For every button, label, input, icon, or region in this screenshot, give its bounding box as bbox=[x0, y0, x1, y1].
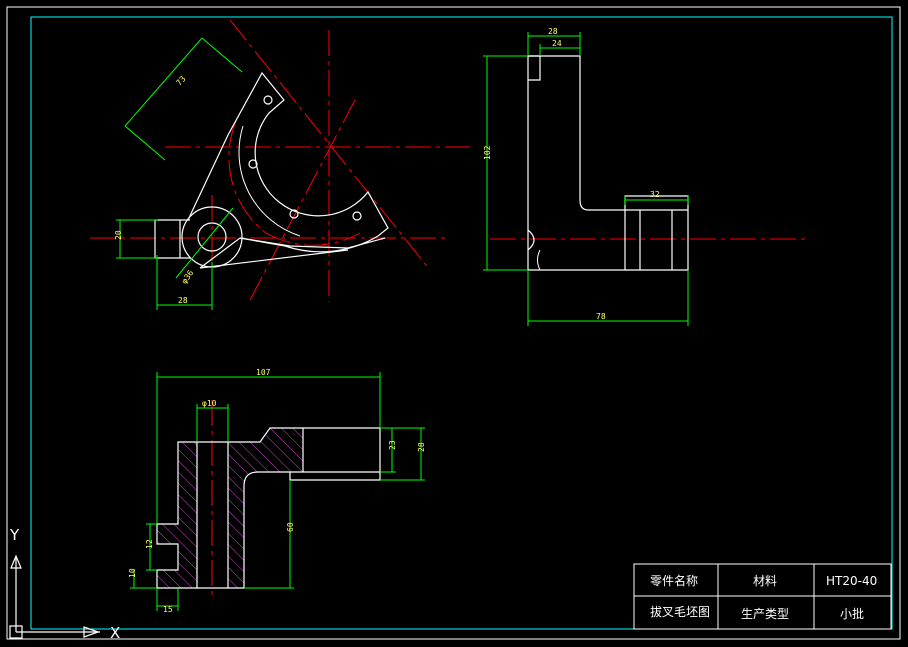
dim-section-width: 15 bbox=[163, 605, 173, 614]
outer-frame bbox=[6, 6, 901, 640]
title-part-name-value: 拔叉毛坯图 bbox=[650, 604, 710, 619]
dim-left-height: 20 bbox=[114, 230, 123, 240]
dim-top-radius: 73 bbox=[174, 74, 187, 87]
ucs-icon: Y X bbox=[9, 526, 120, 642]
title-part-name-label: 零件名称 bbox=[650, 573, 698, 588]
side-view: 28 24 102 32 78 bbox=[483, 27, 805, 326]
title-production-type-label: 生产类型 bbox=[741, 607, 789, 621]
section-dimensions bbox=[130, 372, 425, 611]
top-view-centerlines bbox=[90, 19, 470, 302]
inner-frame bbox=[30, 16, 893, 630]
section-view: 107 φ10 23 28 60 12 10 15 bbox=[128, 368, 426, 614]
top-view: 73 20 φ36 28 bbox=[90, 19, 470, 310]
dim-section-base: 10 bbox=[128, 568, 137, 578]
side-view-dimensions bbox=[483, 32, 689, 326]
side-view-outline bbox=[527, 55, 689, 271]
dim-left-offset: 28 bbox=[178, 296, 188, 305]
dim-side-top-outer: 28 bbox=[548, 27, 558, 36]
top-view-outline bbox=[154, 71, 389, 269]
dim-section-total-length: 107 bbox=[256, 368, 271, 377]
dim-side-boss-width: 32 bbox=[650, 190, 660, 199]
dim-side-top-inner: 24 bbox=[552, 39, 562, 48]
top-view-dimensions bbox=[116, 37, 243, 310]
title-material-value: HT20-40 bbox=[826, 574, 877, 588]
dim-side-total-width: 78 bbox=[596, 312, 606, 321]
dim-section-arm-outer: 28 bbox=[417, 442, 426, 452]
dim-section-lug: 12 bbox=[145, 539, 154, 549]
dim-section-hole: φ10 bbox=[202, 399, 217, 408]
dim-section-arm-inner: 23 bbox=[388, 440, 397, 450]
ucs-y-label: Y bbox=[9, 526, 20, 544]
dim-section-vertical: 60 bbox=[286, 522, 295, 532]
ucs-x-label: X bbox=[110, 624, 120, 642]
dim-side-height: 102 bbox=[483, 145, 492, 160]
title-block: 零件名称 材料 HT20-40 拔叉毛坯图 生产类型 小批 bbox=[633, 563, 892, 630]
section-hatch bbox=[157, 428, 303, 588]
title-production-type-value: 小批 bbox=[840, 606, 864, 621]
title-material-label: 材料 bbox=[753, 574, 777, 588]
